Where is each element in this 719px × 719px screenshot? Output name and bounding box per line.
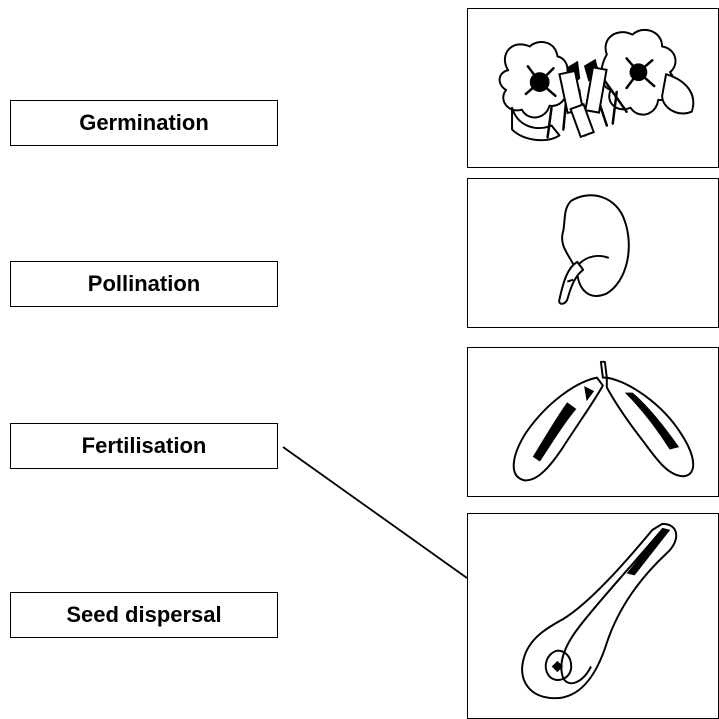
label-pollination[interactable]: Pollination [10, 261, 278, 307]
label-fertilisation[interactable]: Fertilisation [10, 423, 278, 469]
picture-winged-seed[interactable] [467, 347, 719, 497]
flower-icon [468, 9, 718, 167]
label-pollination-text: Pollination [88, 271, 200, 297]
ovule-pollen-tube-icon [468, 514, 718, 718]
label-germination-text: Germination [79, 110, 209, 136]
label-germination[interactable]: Germination [10, 100, 278, 146]
label-seed-dispersal[interactable]: Seed dispersal [10, 592, 278, 638]
picture-ovule-pollen-tube[interactable] [467, 513, 719, 719]
label-seed-dispersal-text: Seed dispersal [66, 602, 221, 628]
winged-seed-icon [468, 348, 718, 496]
picture-flower[interactable] [467, 8, 719, 168]
picture-germinating-seed[interactable] [467, 178, 719, 328]
seed-germinating-icon [468, 179, 718, 327]
label-fertilisation-text: Fertilisation [82, 433, 207, 459]
